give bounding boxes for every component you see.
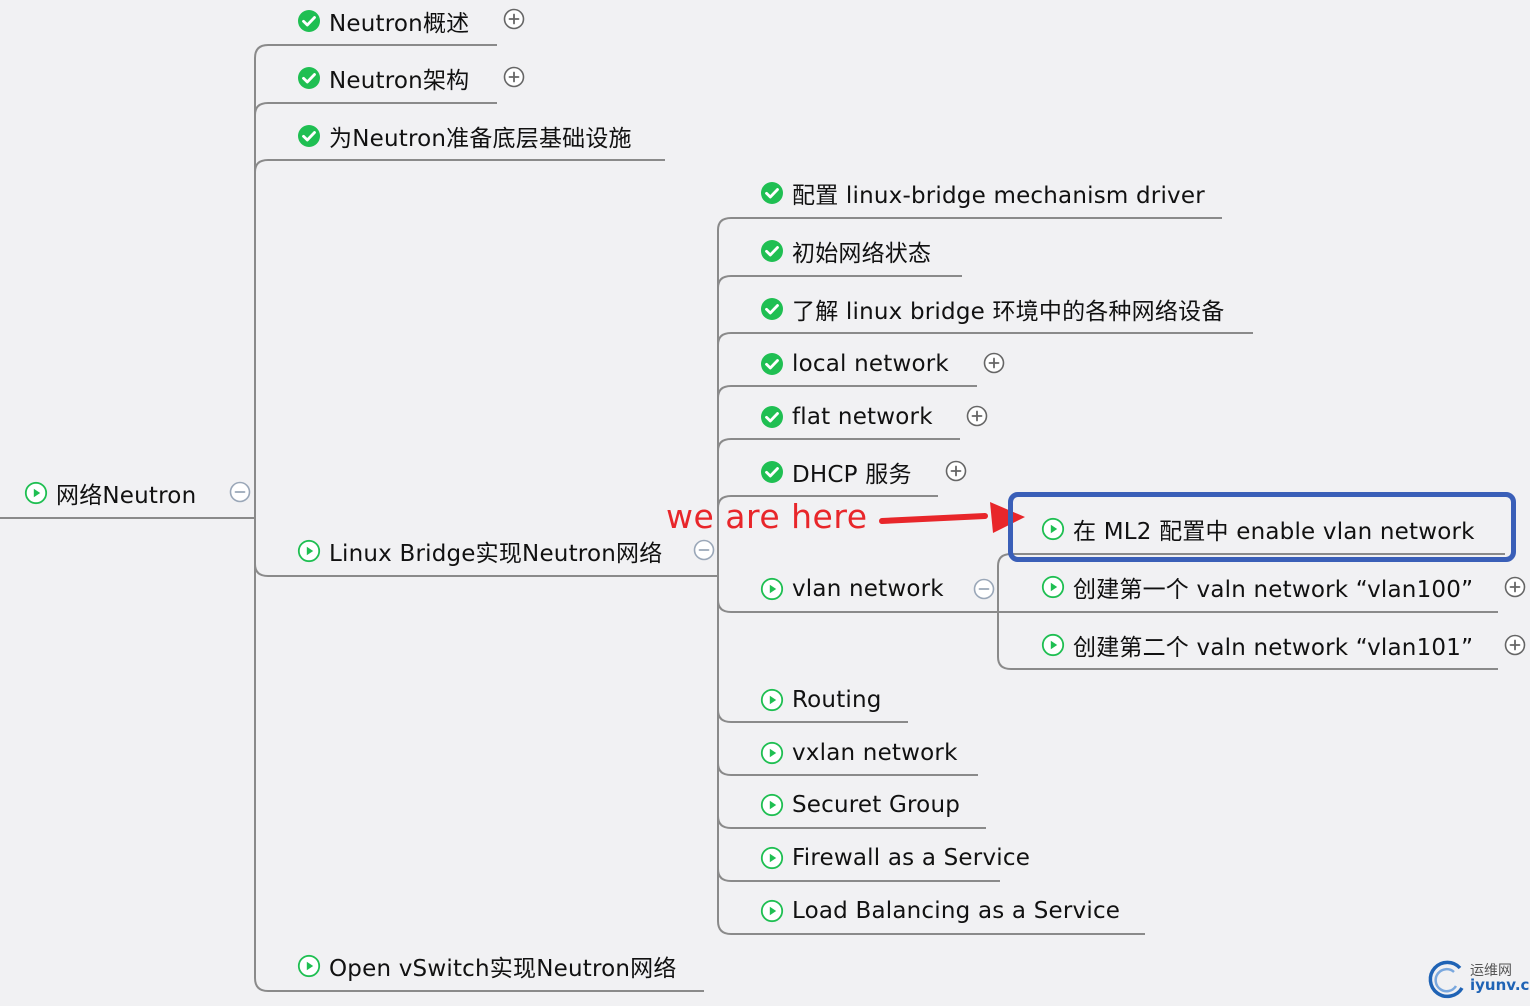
plus-circle-icon[interactable] [503,66,525,88]
check-circle-icon [297,9,321,33]
node-label: DHCP 服务 [792,462,912,488]
branch-ovs [254,518,704,992]
play-circle-icon [760,899,784,923]
node-label: Neutron概述 [329,11,470,37]
branch-l2-10 [717,576,1000,882]
node-l2-routing[interactable]: Routing [760,682,882,718]
node-label: Routing [792,687,882,713]
play-circle-icon [760,688,784,712]
branch-l2-1 [717,275,962,576]
root-node[interactable]: 网络Neutron [24,475,196,511]
check-circle-icon [297,66,321,90]
node-label: Firewall as a Service [792,845,1031,871]
root-label: 网络Neutron [56,483,197,509]
watermark-url: iyunv.com [1470,976,1530,995]
play-circle-icon [760,793,784,817]
node-label: 创建第二个 valn network “vlan101” [1073,635,1474,661]
plus-circle-icon[interactable] [983,352,1005,374]
minus-circle-icon[interactable] [973,578,995,600]
plus-circle-icon[interactable] [503,8,525,30]
play-circle-icon [1041,575,1065,599]
play-circle-icon [760,577,784,601]
check-circle-icon [760,460,784,484]
play-circle-icon [1041,633,1065,657]
node-label: Linux Bridge实现Neutron网络 [329,541,663,567]
minus-circle-icon[interactable] [693,539,715,561]
node-label: vxlan network [792,740,958,766]
node-label: vlan network [792,576,944,602]
branch-l2-5 [717,495,938,576]
node-neutron-overview[interactable]: Neutron概述 [297,3,469,39]
node-l2-dhcp[interactable]: DHCP 服务 [760,454,912,490]
node-l2-flat-network[interactable]: flat network [760,399,933,435]
node-infra[interactable]: 为Neutron准备底层基础设施 [297,118,632,154]
node-l2-linux-bridge-driver[interactable]: 配置 linux-bridge mechanism driver [760,175,1205,211]
node-l2-vlan-network[interactable]: vlan network [760,571,944,607]
node-l2-local-network[interactable]: local network [760,346,949,382]
node-label: 了解 linux bridge 环境中的各种网络设备 [792,299,1225,325]
node-linux-bridge[interactable]: Linux Bridge实现Neutron网络 [297,533,662,569]
branch-l2-0 [717,217,1222,576]
check-circle-icon [760,352,784,376]
node-label: 配置 linux-bridge mechanism driver [792,183,1205,209]
highlight-box [1008,492,1516,562]
node-label: flat network [792,404,933,430]
play-circle-icon [24,481,48,505]
watermark: 运维网 iyunv.com [1426,958,1530,1000]
watermark-logo-icon [1428,960,1464,999]
plus-circle-icon[interactable] [1504,634,1526,656]
node-label: Neutron架构 [329,68,470,94]
node-label: 为Neutron准备底层基础设施 [329,126,632,152]
node-label: 在 ML2 配置中 enable vlan network [1073,519,1475,545]
node-label: local network [792,351,949,377]
node-l3-enable-vlan[interactable]: 在 ML2 配置中 enable vlan network [1041,511,1475,547]
check-circle-icon [760,297,784,321]
node-label: 创建第一个 valn network “vlan100” [1073,577,1474,603]
node-ovs[interactable]: Open vSwitch实现Neutron网络 [297,948,677,984]
node-label: Securet Group [792,792,961,818]
minus-circle-icon[interactable] [229,481,251,503]
branch-l2-4 [717,438,960,576]
branch-neutron-overview [254,44,497,518]
play-circle-icon [760,846,784,870]
branch-l2-3 [717,385,977,576]
play-circle-icon [760,741,784,765]
branch-neutron-arch [254,102,497,518]
check-circle-icon [760,405,784,429]
check-circle-icon [760,239,784,263]
play-circle-icon [297,954,321,978]
node-l3-vlan101[interactable]: 创建第二个 valn network “vlan101” [1041,627,1473,663]
connector-paths [0,44,1505,992]
node-l2-lbaas[interactable]: Load Balancing as a Service [760,893,1120,929]
node-l2-securet-group[interactable]: Securet Group [760,787,960,823]
play-circle-icon [1041,517,1065,541]
node-l2-fwaas[interactable]: Firewall as a Service [760,840,1030,876]
annotation-arrow [879,502,1025,533]
branch-infra [254,159,665,518]
node-label: Load Balancing as a Service [792,898,1121,924]
branch-l2-2 [717,332,1253,576]
node-l2-devices[interactable]: 了解 linux bridge 环境中的各种网络设备 [760,291,1224,327]
watermark-text: 运维网 iyunv.com [1470,964,1530,994]
branch-l3-2 [997,612,1498,670]
play-circle-icon [297,539,321,563]
annotation-text: we are here [666,497,868,536]
check-circle-icon [297,124,321,148]
plus-circle-icon[interactable] [966,405,988,427]
watermark-cn: 运维网 [1470,962,1512,979]
branch-l2-11 [717,576,1145,935]
node-l2-initial-state[interactable]: 初始网络状态 [760,233,931,269]
node-l2-vxlan-network[interactable]: vxlan network [760,735,958,771]
node-neutron-arch[interactable]: Neutron架构 [297,60,469,96]
node-l3-vlan100[interactable]: 创建第一个 valn network “vlan100” [1041,569,1473,605]
node-label: Open vSwitch实现Neutron网络 [329,956,677,982]
plus-circle-icon[interactable] [1504,576,1526,598]
plus-circle-icon[interactable] [945,460,967,482]
check-circle-icon [760,181,784,205]
node-label: 初始网络状态 [792,241,932,267]
